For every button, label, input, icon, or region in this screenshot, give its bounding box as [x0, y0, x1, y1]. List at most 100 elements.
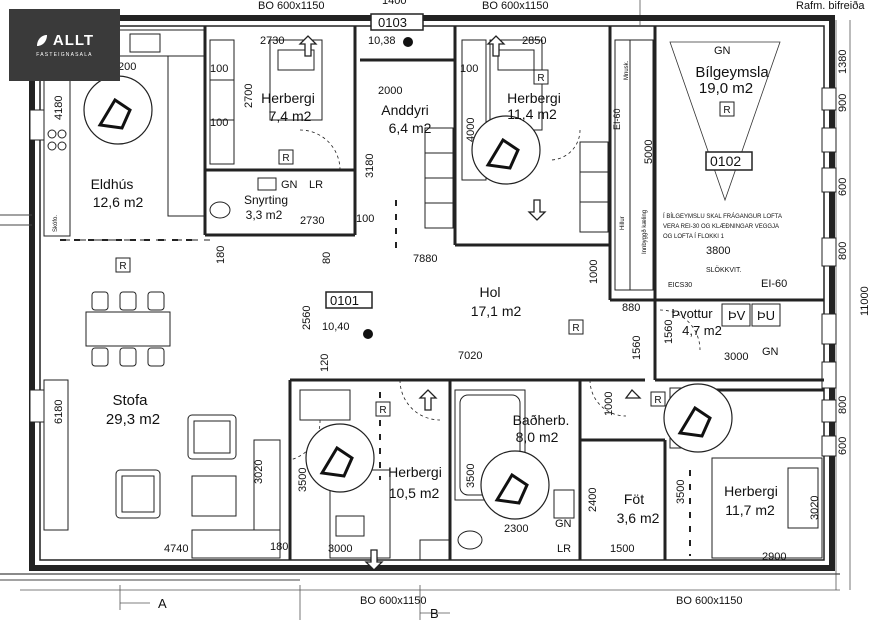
dim: 5000: [643, 140, 655, 164]
flow-arrows: [298, 35, 642, 571]
room-labels: Eldhús 12,6 m2 Herbergi 7,4 m2 Anddyri 6…: [91, 64, 778, 526]
room-area-fot: 3,6 m2: [617, 510, 660, 526]
dim: 80: [321, 252, 333, 264]
dim: 4180: [53, 96, 65, 120]
hillur-label: Hillur: [620, 216, 626, 230]
ei60-label-wall: EI-60: [612, 108, 622, 130]
dim: 800: [837, 242, 849, 260]
leaf-icon: [36, 34, 47, 46]
dim: 1500: [610, 543, 634, 555]
dim: 100: [210, 117, 228, 129]
r-label: R: [572, 323, 579, 334]
bo-label-top-1: BO 600x1150: [258, 0, 324, 12]
section-b-label: B: [430, 606, 439, 620]
dim: 800: [837, 396, 849, 414]
slokkvitaeki-label: SLÖKKVIT.: [706, 266, 741, 274]
dim: 2730: [260, 35, 284, 47]
room-name-fot: Föt: [624, 491, 644, 507]
bo-label-bottom-1: BO 600x1150: [360, 595, 426, 607]
gn-label-wc: GN: [281, 179, 298, 191]
room-name-thvottur: Þvottur: [671, 306, 713, 321]
dim: 3020: [253, 460, 265, 484]
gn-label-laundry: GN: [762, 346, 779, 358]
room-area-thvottur: 4,7 m2: [682, 323, 722, 338]
room-area-herbergi-1: 7,4 m2: [269, 108, 312, 124]
room-area-hol: 17,1 m2: [471, 303, 522, 319]
room-name-herbergi-2: Herbergi: [507, 90, 561, 106]
r-mark-labels: R R R R R R R: [119, 73, 730, 416]
level-0103: 10,38: [368, 35, 396, 47]
dim: 2850: [522, 35, 546, 47]
dim: 100: [460, 63, 478, 75]
garage-roof-triangle: [669, 41, 781, 202]
room-tag-0102: 0102: [710, 153, 741, 169]
allt-logo: ALLT FASTEIGNASALA: [9, 9, 120, 81]
room-area-bilgeymsla: 19,0 m2: [699, 80, 753, 97]
dim: 4740: [164, 543, 188, 555]
room-tag-0103: 0103: [378, 15, 407, 30]
dim: 3500: [465, 464, 477, 488]
gn-label-garage: GN: [714, 45, 731, 57]
room-name-snyrting: Snyrting: [244, 193, 288, 207]
dim: 3500: [297, 468, 309, 492]
dim: 1400: [382, 0, 406, 7]
garage-note-2: VERA REI-30 OG KLÆÐNINGAR VEGGJA: [663, 224, 779, 230]
pv-label: ÞV: [728, 308, 746, 323]
dim: 1380: [837, 50, 849, 74]
dim: 4000: [465, 118, 477, 142]
r-label: R: [282, 153, 289, 164]
dim: 3000: [724, 351, 748, 363]
room-area-herbergi-4: 11,7 m2: [725, 502, 775, 518]
dim: 200: [118, 61, 136, 73]
logo-tagline: FASTEIGNASALA: [36, 52, 93, 58]
room-name-herbergi-4: Herbergi: [724, 483, 778, 499]
dim: 3800: [706, 245, 730, 257]
dim: 1560: [631, 336, 643, 360]
dim: 6180: [53, 400, 65, 424]
dim: 600: [837, 178, 849, 196]
dim: 7880: [413, 253, 437, 265]
room-name-hol: Hol: [479, 284, 500, 300]
r-label: R: [537, 73, 544, 84]
bo-label-bottom-2: BO 600x1150: [676, 595, 742, 607]
windows-right: [29, 87, 837, 457]
logo-name: ALLT: [52, 32, 95, 49]
lr-label-bath: LR: [557, 543, 571, 555]
gn-label-bath: GN: [555, 518, 572, 530]
room-name-badherb: Baðherb.: [513, 412, 570, 428]
room-area-herbergi-2: 11,4 m2: [507, 106, 557, 122]
r-label: R: [379, 405, 386, 416]
room-name-eldhus: Eldhús: [91, 176, 134, 192]
eics30-label: EICS30: [668, 282, 692, 289]
dim: 880: [622, 302, 640, 314]
rafm-label: Rafm. bifreiða: [796, 0, 865, 12]
dim: 100: [210, 63, 228, 75]
room-name-anddyri: Anddyri: [381, 102, 428, 118]
dim: 2700: [243, 84, 255, 108]
garage-note-3: OG LOFTA Í FLOKKI 1: [663, 233, 725, 240]
dim: 2400: [587, 488, 599, 512]
skofo-label: Skófo.: [53, 215, 59, 232]
dim: 3000: [328, 543, 352, 555]
room-name-bilgeymsla: Bílgeymsla: [695, 64, 769, 81]
outer-walls: [0, 15, 840, 581]
dim: 2730: [300, 215, 324, 227]
section-a-label: A: [158, 596, 167, 611]
dim: 11000: [859, 286, 871, 316]
dim: 2900: [762, 551, 786, 563]
room-tags: [325, 13, 753, 339]
anddyri-cabinets: [209, 39, 654, 291]
dim: 7020: [458, 350, 482, 362]
dim: 180: [270, 541, 288, 553]
laundry-boxes: [721, 303, 781, 327]
dim: 900: [837, 94, 849, 112]
dim: 2000: [378, 85, 402, 97]
living-furniture: [43, 291, 281, 559]
room-name-herbergi-1: Herbergi: [261, 90, 315, 106]
dim: 3020: [809, 496, 821, 520]
misc-labels: BO 600x1150 BO 600x1150 Rafm. bifreiða B…: [53, 0, 865, 620]
interior-walls: [203, 26, 824, 560]
dim: 3180: [364, 154, 376, 178]
dim: 600: [837, 437, 849, 455]
room-tag-labels: 0103 10,38 0101 10,40 0102: [322, 15, 741, 333]
